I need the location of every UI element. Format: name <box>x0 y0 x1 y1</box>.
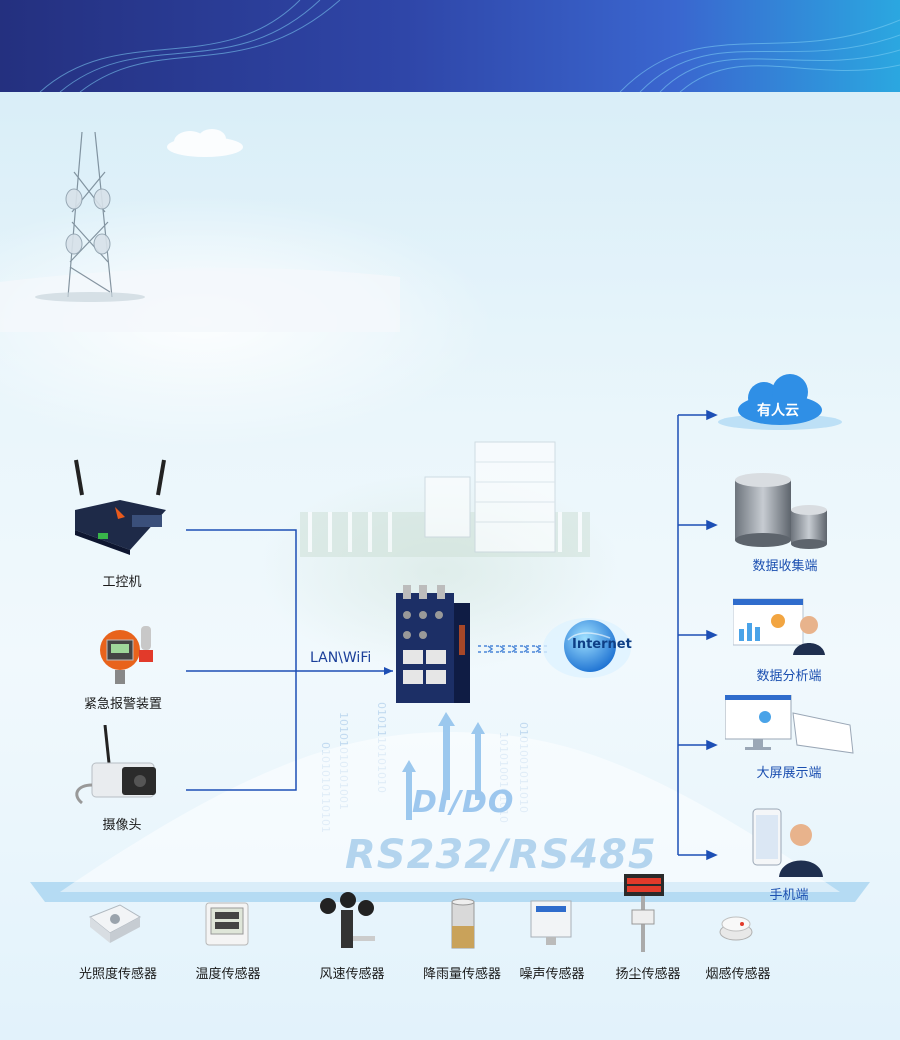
background-illustration: 0101010110101 10101010101001 01011101010… <box>0 129 870 902</box>
internet-label: Internet <box>572 637 632 652</box>
alarm-device-label: 紧急报警装置 <box>83 697 163 712</box>
light-sensor-icon <box>89 904 142 943</box>
output-arrows <box>678 409 718 861</box>
banner-wave-lines <box>39 0 900 92</box>
data-analysis-label: 数据分析端 <box>756 669 822 684</box>
sky-cloud <box>167 129 243 157</box>
gateway-device-icon <box>396 585 470 703</box>
sensor-label-smoke: 烟感传感器 <box>705 967 771 982</box>
sensor-label-dust: 扬尘传感器 <box>615 967 681 982</box>
wind-speed-sensor-icon <box>320 892 375 948</box>
industrial-pc-label: 工控机 <box>102 575 142 590</box>
mobile-label: 手机端 <box>769 888 809 903</box>
dust-sensor-icon <box>624 874 664 952</box>
camera-icon <box>75 725 156 805</box>
smoke-sensor-icon <box>719 916 753 941</box>
alarm-device-icon <box>100 626 153 684</box>
upload-arrows <box>402 712 485 820</box>
rs232-rs485-label: RS232/RS485 <box>345 832 657 878</box>
dido-label: DI/DO <box>412 785 515 820</box>
cloud-label: 有人云 <box>757 403 799 419</box>
internet-globe-icon <box>543 618 631 678</box>
sensor-label-temperature: 温度传感器 <box>195 967 261 982</box>
telecom-tower <box>67 131 113 298</box>
lan-wifi-label: LAN\WiFi <box>310 650 372 666</box>
sensor-label-wind: 风速传感器 <box>319 967 385 982</box>
database-icon <box>735 473 827 549</box>
top-banner <box>0 0 900 92</box>
data-collection-label: 数据收集端 <box>752 559 818 574</box>
big-screen-icon <box>725 695 854 754</box>
industrial-pc-icon <box>74 459 166 555</box>
tower-dishes <box>65 188 111 255</box>
temperature-sensor-icon <box>205 902 249 946</box>
noise-sensor-icon <box>530 900 572 945</box>
big-screen-label: 大屏展示端 <box>756 766 822 781</box>
sensor-label-light: 光照度传感器 <box>78 967 158 982</box>
mobile-icon <box>752 808 823 877</box>
analytics-icon <box>733 598 825 655</box>
weather-station-fence <box>300 441 590 557</box>
camera-label: 摄像头 <box>102 818 142 833</box>
sensor-label-noise: 噪声传感器 <box>519 967 585 982</box>
internet-link-arrows <box>478 645 548 653</box>
input-arrowhead <box>384 667 393 675</box>
cloud-icon <box>718 374 842 430</box>
rainfall-sensor-icon <box>451 898 475 949</box>
sensor-label-rainfall: 降雨量传感器 <box>422 967 502 982</box>
